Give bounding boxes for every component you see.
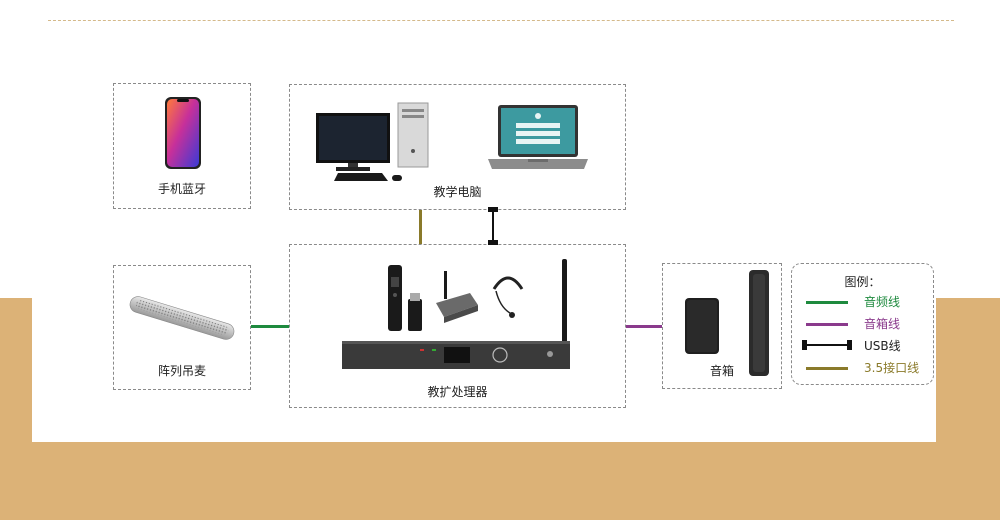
- pc-to-processor-usb-line: [488, 207, 498, 245]
- wireless-devices-icon: [388, 265, 524, 331]
- phone-box: 手机蓝牙: [113, 83, 251, 209]
- speaker-label: 音箱: [709, 364, 734, 378]
- pc-to-processor-jack-line: [419, 210, 422, 244]
- legend-audio-swatch: [806, 301, 848, 304]
- desktop-computer-icon: [316, 102, 429, 181]
- smartphone-icon: [165, 97, 201, 169]
- legend-usb-label: USB线: [864, 339, 901, 353]
- legend-title: 图例：: [844, 275, 881, 289]
- top-divider: [48, 20, 954, 21]
- legend-jack-swatch: [806, 367, 848, 370]
- legend-jack-label: 3.5接口线: [864, 361, 920, 375]
- processor-device-icon: [342, 259, 570, 369]
- legend-box: 图例： 音频线 音箱线 USB线 3.5接口线: [791, 263, 934, 385]
- speaker-icon: [685, 270, 769, 376]
- legend-speaker-swatch: [806, 323, 848, 326]
- array-mic-label: 阵列吊麦: [157, 364, 206, 378]
- speaker-box: 音箱: [662, 263, 782, 389]
- pc-label: 教学电脑: [433, 185, 482, 199]
- processor-to-speaker-line: [626, 325, 662, 328]
- mic-to-processor-audio-line: [251, 325, 289, 328]
- processor-label: 教扩处理器: [427, 385, 488, 399]
- legend-audio-label: 音频线: [864, 295, 901, 309]
- array-mic-box: 阵列吊麦: [113, 265, 251, 390]
- laptop-icon: [488, 105, 588, 169]
- pc-box: 教学电脑: [289, 84, 626, 210]
- array-microphone-icon: [129, 296, 235, 340]
- processor-box: 教扩处理器: [289, 244, 626, 408]
- legend-speaker-label: 音箱线: [864, 317, 901, 331]
- legend-usb-swatch: [802, 340, 852, 350]
- phone-label: 手机蓝牙: [157, 182, 206, 196]
